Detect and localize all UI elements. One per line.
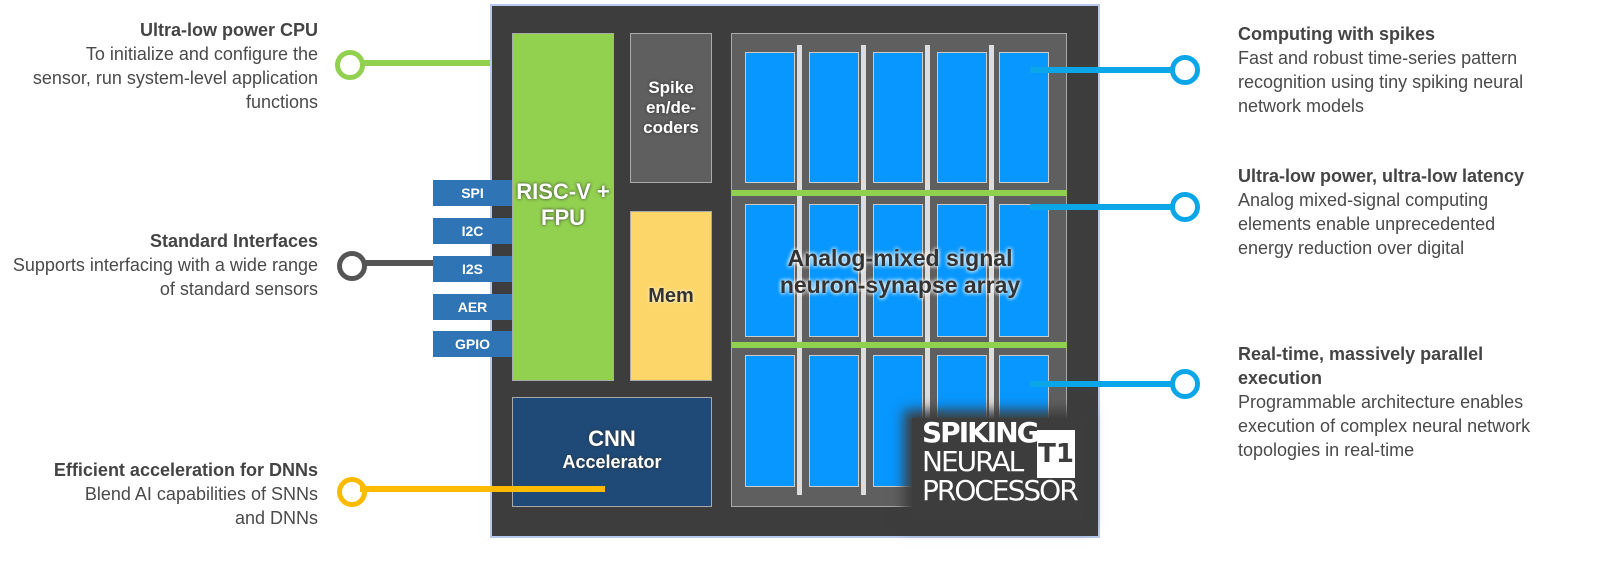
array-column-bus bbox=[989, 45, 994, 495]
spike-coders-block: Spike en/de-coders bbox=[630, 33, 712, 183]
parallel-connector-dot bbox=[1170, 369, 1200, 399]
neuron-array-tile bbox=[745, 355, 795, 487]
latency-connector-dot bbox=[1170, 192, 1200, 222]
spikes-connector-dot bbox=[1170, 55, 1200, 85]
neuron-array-tile bbox=[745, 52, 795, 183]
array-bus-2 bbox=[731, 342, 1067, 348]
neuron-array-tile bbox=[999, 52, 1049, 183]
neuron-array-tile bbox=[873, 52, 923, 183]
memory-block: Mem bbox=[630, 211, 712, 381]
cnn-connector-dot bbox=[337, 477, 367, 507]
neuron-array-tile bbox=[873, 204, 923, 337]
interfaces-connector-dot bbox=[337, 251, 367, 281]
neuron-array-tile bbox=[745, 204, 795, 337]
array-bus-1 bbox=[731, 190, 1067, 196]
neuron-array-tile bbox=[999, 204, 1049, 337]
interface-spi: SPI bbox=[433, 180, 512, 206]
interface-i2c: I2C bbox=[433, 218, 512, 244]
parallel-connector-line bbox=[1030, 381, 1175, 387]
array-label: Analog-mixed signal neuron-synapse array bbox=[779, 245, 1021, 298]
neuron-array-tile bbox=[937, 52, 987, 183]
neuron-array-tile bbox=[937, 204, 987, 337]
spiking-neural-processor-logo: SPIKING NEURAL PROCESSOR T1 bbox=[912, 418, 1082, 520]
neuron-array-tile bbox=[809, 52, 859, 183]
latency-connector-line bbox=[1030, 204, 1175, 210]
array-column-bus bbox=[925, 45, 930, 495]
array-column-bus bbox=[861, 45, 866, 495]
neuron-array-tile bbox=[809, 204, 859, 337]
neuron-array-tile bbox=[809, 355, 859, 487]
interface-gpio: GPIO bbox=[433, 331, 512, 357]
interface-i2s: I2S bbox=[433, 256, 512, 282]
spikes-connector-line bbox=[1030, 67, 1175, 73]
array-column-bus bbox=[797, 45, 802, 495]
cpu-connector-dot bbox=[335, 50, 365, 80]
interface-aer: AER bbox=[433, 294, 512, 320]
cpu-block: RISC-V + FPU bbox=[512, 33, 614, 381]
cnn-connector-line bbox=[360, 486, 605, 492]
cpu-connector-line bbox=[360, 60, 515, 66]
interfaces-connector-line bbox=[360, 260, 435, 266]
